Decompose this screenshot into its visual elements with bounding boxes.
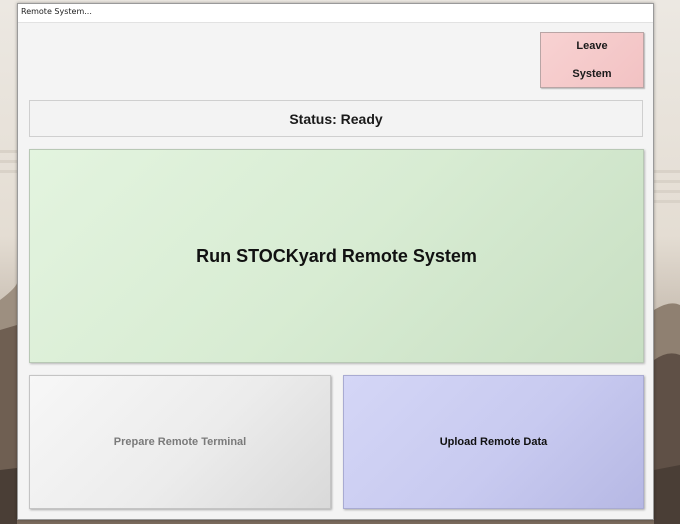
leave-system-button[interactable]: Leave System (540, 32, 644, 88)
leave-system-label-line1: Leave (576, 40, 608, 52)
upload-remote-data-label: Upload Remote Data (439, 436, 548, 448)
status-bar: Status: Ready (29, 100, 643, 137)
prepare-remote-terminal-button[interactable]: Prepare Remote Terminal (29, 375, 331, 509)
window-title: Remote System... (21, 7, 92, 16)
run-remote-system-button[interactable]: Run STOCKyard Remote System (29, 149, 644, 363)
status-text: Status: Ready (289, 110, 383, 127)
remote-system-window: Remote System... Leave System Status: Re… (17, 3, 654, 520)
run-remote-system-label: Run STOCKyard Remote System (196, 245, 477, 266)
leave-system-label-line2: System (572, 68, 612, 80)
window-titlebar[interactable]: Remote System... (18, 4, 653, 23)
prepare-remote-terminal-label: Prepare Remote Terminal (113, 436, 247, 448)
upload-remote-data-button[interactable]: Upload Remote Data (343, 375, 644, 509)
